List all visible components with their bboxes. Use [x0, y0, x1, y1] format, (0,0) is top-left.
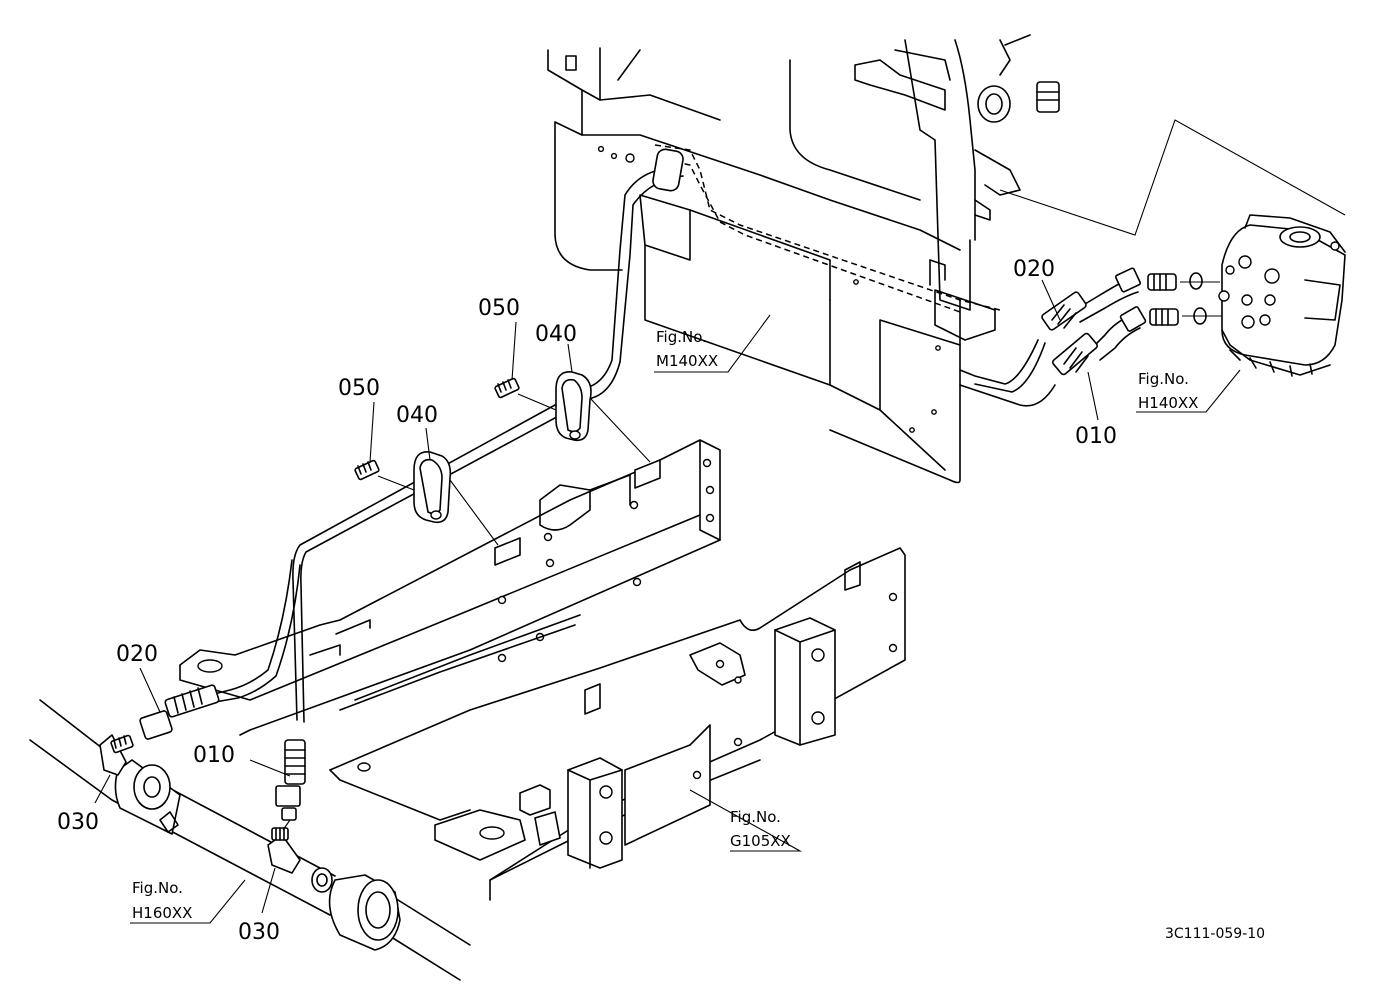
callout-040-clamp-upper: 040: [535, 322, 577, 347]
figure-ref-h140xx-prefix: Fig.No.: [1138, 370, 1189, 388]
figure-ref-m140xx-prefix: Fig.No.: [656, 328, 707, 346]
pipe-clamp-lower: [413, 451, 452, 524]
callout-020-hose-left: 020: [116, 642, 158, 667]
cylinder-fittings-left: [99, 684, 306, 874]
front-frame-panel: [547, 47, 961, 484]
figure-ref-h160xx: Fig.No. H160XX: [132, 879, 192, 922]
callout-040-clamp-lower: 040: [396, 403, 438, 428]
callout-020-hose-right: 020: [1013, 257, 1055, 282]
figure-ref-g105xx-prefix: Fig.No.: [730, 808, 781, 826]
figure-ref-h140xx-code: H140XX: [1138, 394, 1198, 412]
valve-adaptors-right: [1147, 272, 1222, 326]
frame-rail-upper: [179, 439, 721, 736]
steering-cylinder: [29, 699, 471, 981]
bolt-lower: [354, 459, 380, 481]
figure-ref-g105xx-code: G105XX: [730, 832, 791, 850]
callout-leaders: [94, 279, 1241, 924]
bolt-upper: [494, 377, 520, 399]
figure-ref-h160xx-code: H160XX: [132, 904, 192, 922]
figure-ref-h160xx-prefix: Fig.No.: [132, 879, 183, 897]
steering-column-bracket: [854, 34, 1060, 341]
hidden-pipe-routing: [654, 144, 1001, 313]
figure-ref-h140xx: Fig.No. H140XX: [1138, 370, 1198, 412]
callout-030-elbow-bottom: 030: [238, 920, 280, 945]
steering-valve: [1218, 214, 1346, 377]
pipe-clamp-upper: [555, 371, 592, 442]
figure-ref-m140xx-code: M140XX: [656, 352, 718, 370]
drawing-code: 3C111-059-10: [1165, 926, 1265, 942]
callout-050-bolt-upper: 050: [478, 296, 520, 321]
steel-pipe-route: [209, 148, 684, 723]
hose-assembly-right: [959, 267, 1147, 407]
figure-ref-g105xx: Fig.No. G105XX: [730, 808, 791, 850]
frame-rail-lower: [329, 547, 906, 901]
callout-010-hose-left: 010: [193, 743, 235, 768]
panel-outline-edge: [999, 119, 1346, 236]
callout-050-bolt-lower: 050: [338, 376, 380, 401]
figure-ref-m140xx: Fig.No. M140XX: [656, 328, 718, 370]
callout-030-elbow-left: 030: [57, 810, 99, 835]
assembly-guide-lines: [377, 393, 651, 546]
callout-010-hose-right: 010: [1075, 424, 1117, 449]
